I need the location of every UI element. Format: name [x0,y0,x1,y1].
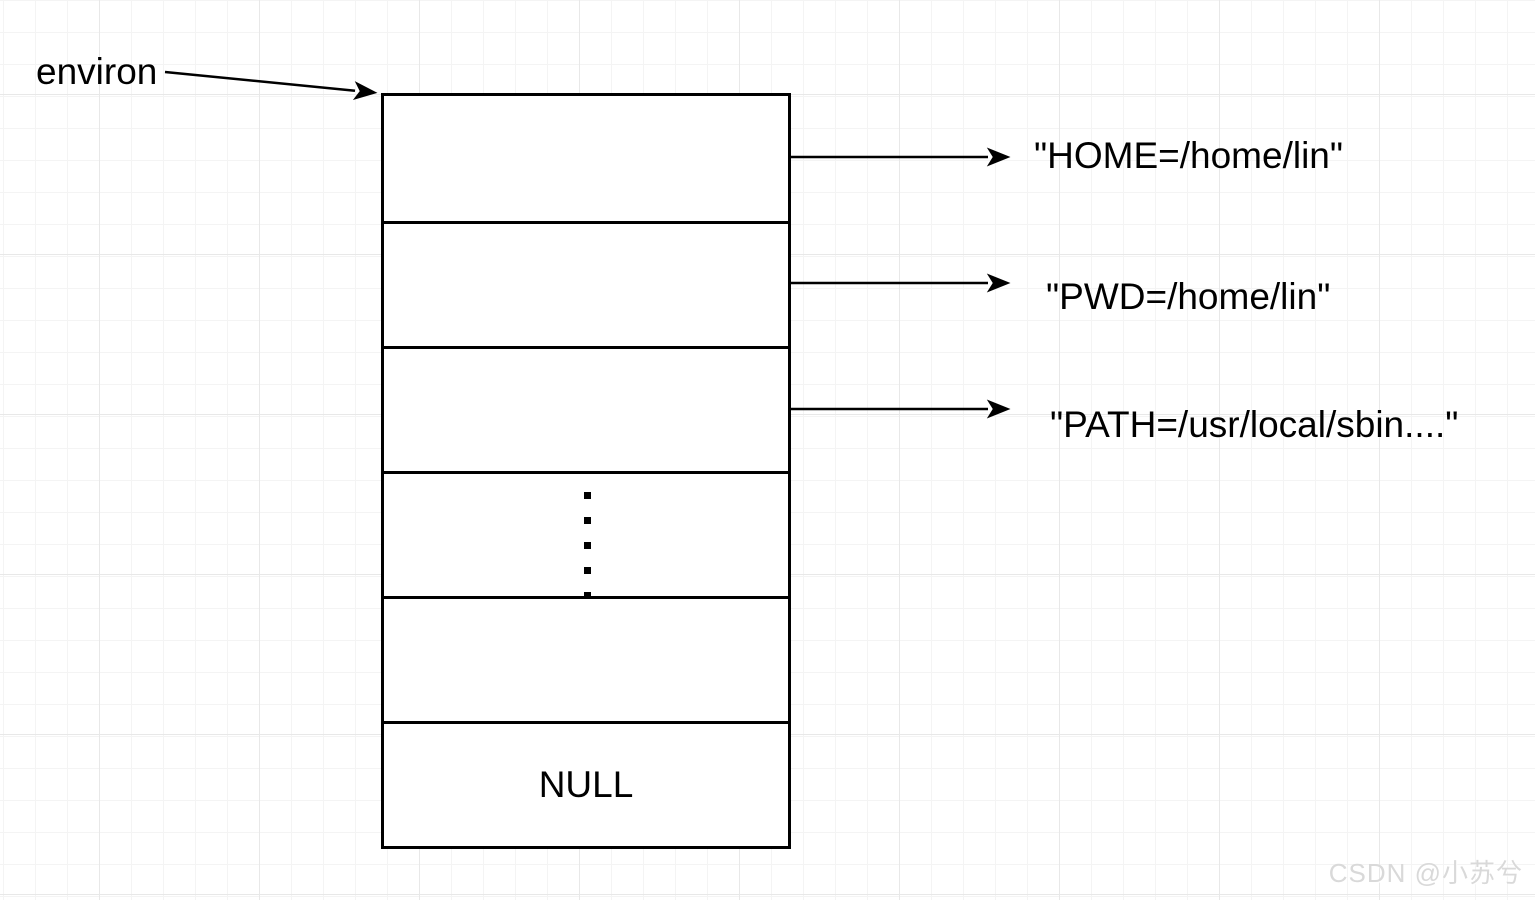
ellipsis-dots-icon [584,492,591,599]
array-cell-0 [384,96,788,221]
ellipsis-dot [584,517,591,524]
array-cell-1 [384,221,788,346]
array-cell-2 [384,346,788,471]
array-cell-4 [384,596,788,721]
environ-pointer-array: NULL [381,93,791,849]
ellipsis-dot [584,567,591,574]
env-string-home: "HOME=/home/lin" [1034,135,1344,176]
environ-pointer-label: environ [36,51,158,92]
array-cell-ellipsis [384,471,788,596]
ellipsis-dot [584,542,591,549]
env-string-path: "PATH=/usr/local/sbin...." [1050,404,1459,445]
ellipsis-dot [584,592,591,599]
env-string-pwd: "PWD=/home/lin" [1046,276,1331,317]
csdn-watermark: CSDN @小苏兮 [1328,858,1523,888]
array-cell-null: NULL [384,721,788,846]
environ-pointer-arrow [164,70,378,101]
ellipsis-dot [584,492,591,499]
